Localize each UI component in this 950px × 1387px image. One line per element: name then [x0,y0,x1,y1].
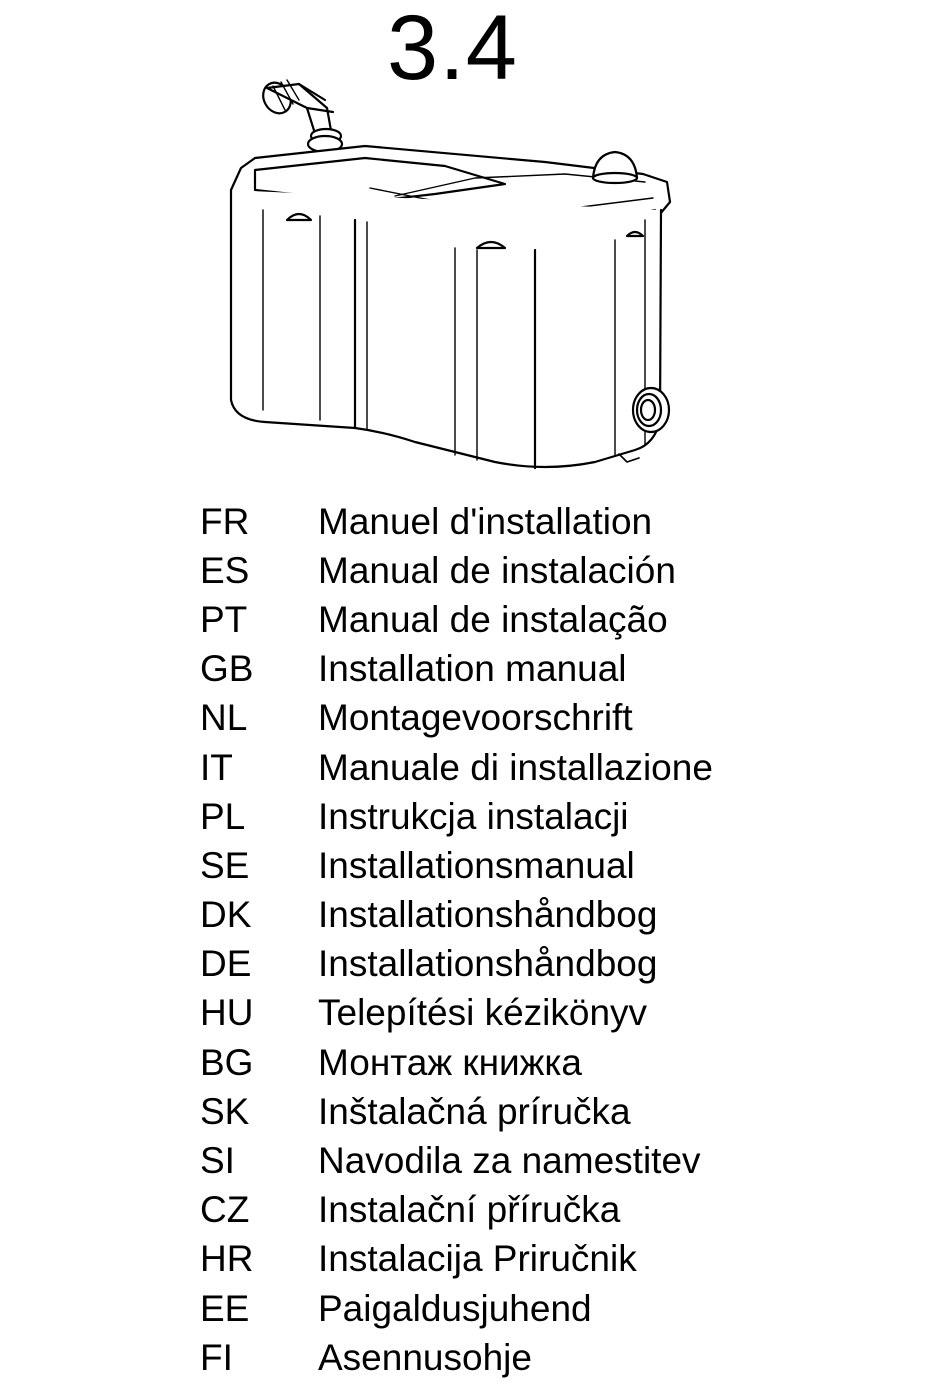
manual-title: Asennusohje [318,1336,532,1378]
dome-cap-icon [591,150,639,185]
language-code: HU [200,992,254,1034]
language-code: SE [200,844,250,886]
language-code: BG [200,1041,254,1083]
manual-title: Монтаж книжка [318,1041,583,1083]
macerator-pump-illustration [229,79,672,470]
manual-title: Navodila za namestitev [318,1140,701,1182]
language-row: DK Installationshåndbog [200,891,713,940]
language-code: IT [200,746,233,788]
language-code: NL [200,697,248,739]
language-row: ES Manual de instalación [200,546,713,595]
language-row: HR Instalacija Priručnik [200,1235,713,1284]
language-row: GB Installation manual [200,645,713,694]
language-row: FR Manuel d'installation [200,497,713,546]
outlet-port-icon [631,386,671,434]
handle-slot-icon [285,212,645,250]
manual-title: Paigaldusjuhend [318,1287,592,1329]
manual-title: Instalační příručka [318,1189,621,1231]
language-code: PT [200,598,248,640]
language-row: DE Installationshåndbog [200,940,713,989]
language-row: NL Montagevoorschrift [200,694,713,743]
language-row: SE Installationsmanual [200,841,713,890]
language-row: EE Paigaldusjuhend [200,1284,713,1333]
language-code: FR [200,500,250,542]
language-code: HR [200,1238,254,1280]
manual-title: Installationshåndbog [318,894,658,936]
language-row: CZ Instalační příručka [200,1186,713,1235]
language-code: FI [200,1336,233,1378]
language-code: EE [200,1287,250,1329]
manual-title: Manuel d'installation [318,500,653,542]
language-row: HU Telepítési kézikönyv [200,989,713,1038]
language-row: FI Asennusohje [200,1333,713,1382]
manual-title: Manuale di installazione [318,746,713,788]
language-row: PT Manual de instalação [200,595,713,644]
language-code: GB [200,648,254,690]
manual-title: Manual de instalación [318,549,676,591]
language-code: ES [200,549,250,591]
language-code: DK [200,894,252,936]
tank-body [229,188,663,469]
language-row: PL Instrukcja instalacji [200,792,713,841]
manual-title: Montagevoorschrift [318,697,633,739]
language-code: SI [200,1140,235,1182]
manual-title: Instalacija Priručnik [318,1238,637,1280]
language-row: BG Монтаж книжка [200,1038,713,1087]
manual-title: Installationsmanual [318,844,635,886]
manual-title: Instrukcja instalacji [318,795,629,837]
language-code: CZ [200,1189,250,1231]
language-row: SK Inštalačná príručka [200,1087,713,1136]
language-code: SK [200,1090,250,1132]
manual-title: Manual de instalação [318,598,668,640]
page-title: 3.4 [387,0,518,99]
manual-title: Telepítési kézikönyv [318,992,648,1034]
manual-title: Installation manual [318,648,627,690]
language-code: PL [200,795,246,837]
language-row: IT Manuale di installazione [200,743,713,792]
language-code: DE [200,943,252,985]
language-row: SI Navodila za namestitev [200,1136,713,1185]
manual-title: Inštalačná príručka [318,1090,631,1132]
manual-title: Installationshåndbog [318,943,658,985]
inlet-elbow-icon [262,79,344,154]
